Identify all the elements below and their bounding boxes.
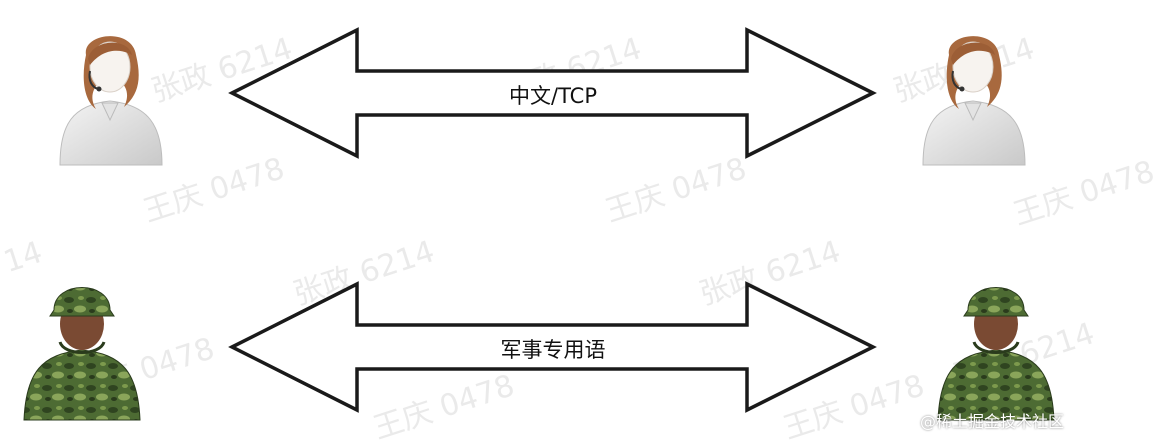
diagram-canvas: 张政 6214 王庆 0478 张政 6214 王庆 0478 张政 6214 … bbox=[0, 27, 1159, 447]
woman-headset-icon bbox=[59, 36, 163, 166]
soldier-icon bbox=[23, 287, 141, 421]
credit-watermark: @稀土掘金技术社区 bbox=[919, 412, 1064, 431]
soldier-icon bbox=[937, 287, 1055, 421]
woman-headset-icon bbox=[922, 36, 1026, 166]
double-arrow-bottom bbox=[228, 281, 877, 413]
arrow-label-top: 中文/TCP bbox=[509, 84, 597, 108]
double-arrow-top bbox=[228, 27, 877, 159]
arrow-label-bottom: 军事专用语 bbox=[500, 338, 606, 362]
